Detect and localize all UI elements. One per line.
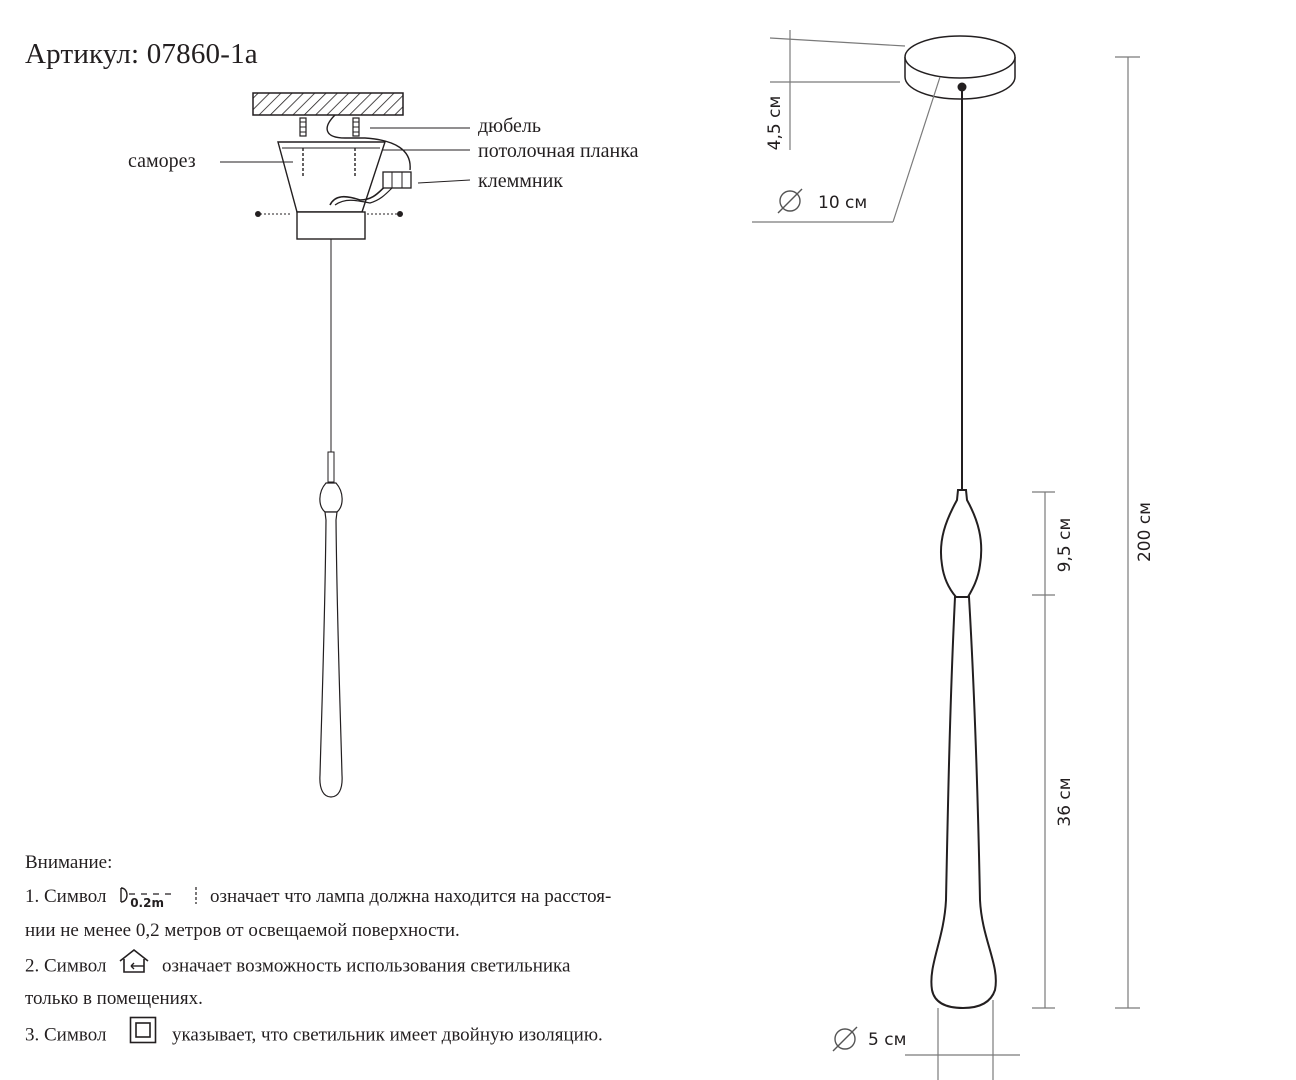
note-3-text: указывает, что светильник имеет двойную … (171, 1024, 603, 1046)
lamp-bulb-top (319, 482, 343, 513)
label-dowel: дюбель (478, 115, 542, 137)
note-2-cont: только в помещениях. (25, 988, 203, 1009)
installation-diagram (220, 92, 471, 798)
dim-total-height: 200 см (1135, 502, 1155, 562)
note-1-cont: нии не менее 0,2 метров от освещаемой по… (25, 920, 460, 941)
diameter-symbol-bottom (832, 1026, 858, 1052)
dim-shade-height: 36 см (1055, 777, 1075, 826)
dim-canopy-height: 4,5 см (765, 96, 785, 151)
side-screw-left (255, 211, 292, 217)
note-2-text: означает возможность использования свети… (161, 955, 571, 977)
double-insulation-icon (129, 1016, 157, 1056)
label-terminal-block: клеммник (478, 170, 564, 192)
dim-lamp-shade (930, 596, 997, 1010)
distance-symbol-label: 0.2m (130, 895, 164, 910)
ceiling-hatch (252, 92, 404, 116)
canopy-dim-view (904, 35, 1016, 100)
note-3-prefix: 3. Символ (25, 1024, 107, 1046)
terminal-block (382, 171, 412, 189)
label-screw: саморез (128, 150, 196, 172)
dim-shade-diameter: 5 см (868, 1030, 906, 1050)
note-2-prefix: 2. Символ (25, 955, 107, 977)
note-1-prefix: 1. Символ (25, 886, 107, 907)
note-3: 3. Символ указывает, что светильник имее… (25, 1016, 705, 1050)
notes-block: Внимание: 1. Символ 0.2m означает что ла… (25, 846, 705, 1050)
ceiling-wire (326, 114, 411, 171)
note-1-text: означает что лампа должна находится на р… (209, 886, 612, 907)
dim-top-part-height: 9,5 см (1055, 518, 1075, 573)
lamp-drop (319, 511, 343, 798)
dim-lamp-top (940, 489, 983, 598)
note-1: 1. Символ 0.2m означает что лампа должна… (25, 880, 705, 914)
indoor-house-icon (117, 948, 151, 986)
dim-canopy-diameter: 10 см (818, 193, 867, 213)
distance-symbol-icon: 0.2m (117, 884, 199, 912)
canopy (296, 211, 366, 240)
article-title: Артикул: 07860-1a (25, 38, 258, 70)
side-screw-right (367, 211, 403, 217)
note-2: 2. Символ означает возможность использов… (25, 948, 705, 982)
diameter-symbol-top (777, 188, 803, 214)
dimension-diagram: 4,5 см 10 см 200 см 9,5 см 36 см 5 см (752, 30, 1155, 1080)
notes-heading: Внимание: (25, 852, 113, 873)
dowel-right (352, 117, 360, 137)
label-ceiling-bar: потолочная планка (478, 140, 639, 162)
dowel-left (299, 117, 307, 137)
